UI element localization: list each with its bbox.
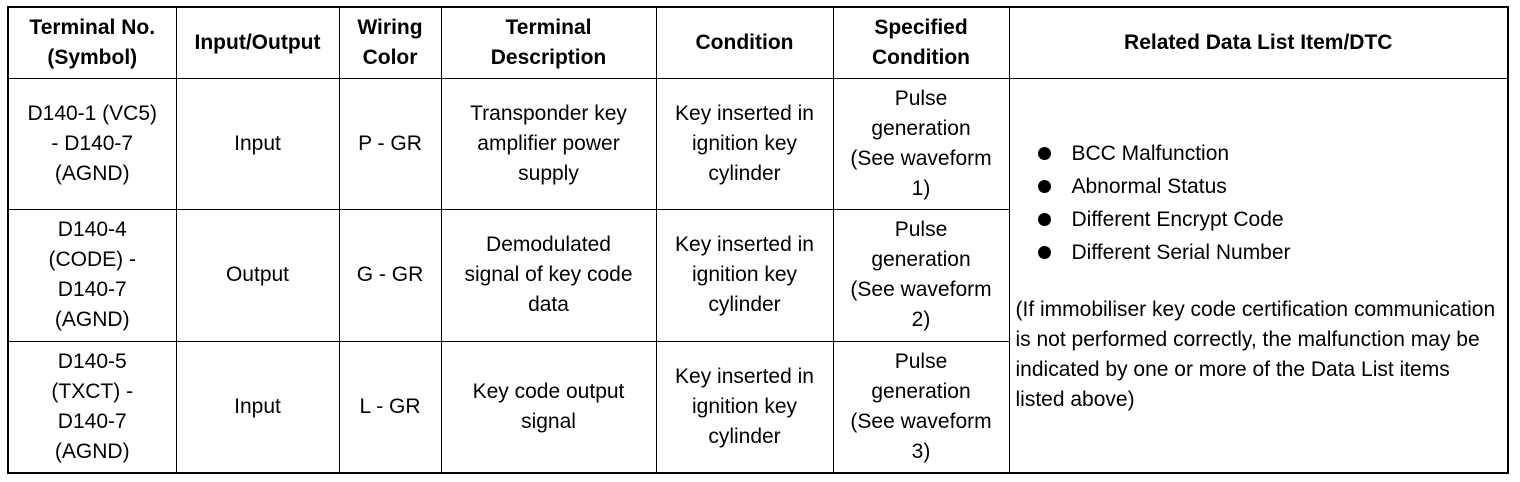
list-item: Abnormal Status <box>1037 170 1502 203</box>
header-condition: Condition <box>655 6 834 79</box>
related-note: (If immobiliser key code certification c… <box>1015 297 1496 411</box>
header-input-output: Input/Output <box>175 6 340 79</box>
table-row: D140-5 (TXCT) - D140-7 (AGND) Input L - … <box>7 340 1508 474</box>
header-wiring-color: Wiring Color <box>338 6 442 79</box>
condition-cell: Key inserted in ignition key cylinder <box>655 77 834 211</box>
description-cell: Demodulated signal of key code data <box>440 209 657 342</box>
terminal-cell: D140-5 (TXCT) - D140-7 (AGND) <box>7 340 177 474</box>
related-item-label: Different Serial Number <box>1071 240 1291 264</box>
bullet-icon <box>1037 146 1051 160</box>
wiring-cell: P - GR <box>338 77 442 211</box>
condition-cell: Key inserted in ignition key cylinder <box>655 340 834 474</box>
header-specified-condition: Specified Condition <box>832 6 1010 79</box>
related-item-label: Abnormal Status <box>1071 174 1227 198</box>
wiring-cell: L - GR <box>338 340 442 474</box>
description-cell: Key code output signal <box>440 340 657 474</box>
specified-cell: Pulse generation (See waveform 1) <box>832 77 1010 211</box>
list-item: BCC Malfunction <box>1037 137 1502 170</box>
list-item: Different Serial Number <box>1037 236 1502 269</box>
wiring-cell: G - GR <box>338 209 442 342</box>
header-related-data: Related Data List Item/DTC <box>1008 6 1509 79</box>
header-terminal-description: Terminal Description <box>440 6 657 79</box>
table-row: D140-1 (VC5) - D140-7 (AGND) Input P - G… <box>7 77 1509 474</box>
related-items-list: BCC Malfunction Abnormal Status Differen… <box>1016 137 1502 269</box>
io-cell: Output <box>175 209 340 342</box>
bullet-icon <box>1037 245 1051 259</box>
description-cell: Transponder key amplifier power supply <box>440 77 657 211</box>
table-row: D140-4 (CODE) - D140-7 (AGND) Output G -… <box>7 209 1508 342</box>
related-item-label: BCC Malfunction <box>1071 141 1230 165</box>
specified-cell: Pulse generation (See waveform 2) <box>832 209 1010 342</box>
io-cell: Input <box>175 77 340 211</box>
terminal-table: Terminal No. (Symbol) Input/Output Wirin… <box>7 6 1509 474</box>
bullet-icon <box>1037 212 1051 226</box>
terminal-cell: D140-4 (CODE) - D140-7 (AGND) <box>7 209 177 342</box>
header-row: Terminal No. (Symbol) Input/Output Wirin… <box>7 6 1509 79</box>
header-terminal-no: Terminal No. (Symbol) <box>7 6 177 79</box>
io-cell: Input <box>175 340 340 474</box>
list-item: Different Encrypt Code <box>1037 203 1502 236</box>
related-data-cell: BCC Malfunction Abnormal Status Differen… <box>1008 78 1509 474</box>
related-item-label: Different Encrypt Code <box>1071 207 1284 231</box>
specified-cell: Pulse generation (See waveform 3) <box>832 340 1010 474</box>
condition-cell: Key inserted in ignition key cylinder <box>655 209 834 342</box>
bullet-icon <box>1037 179 1051 193</box>
terminal-cell: D140-1 (VC5) - D140-7 (AGND) <box>7 77 177 211</box>
